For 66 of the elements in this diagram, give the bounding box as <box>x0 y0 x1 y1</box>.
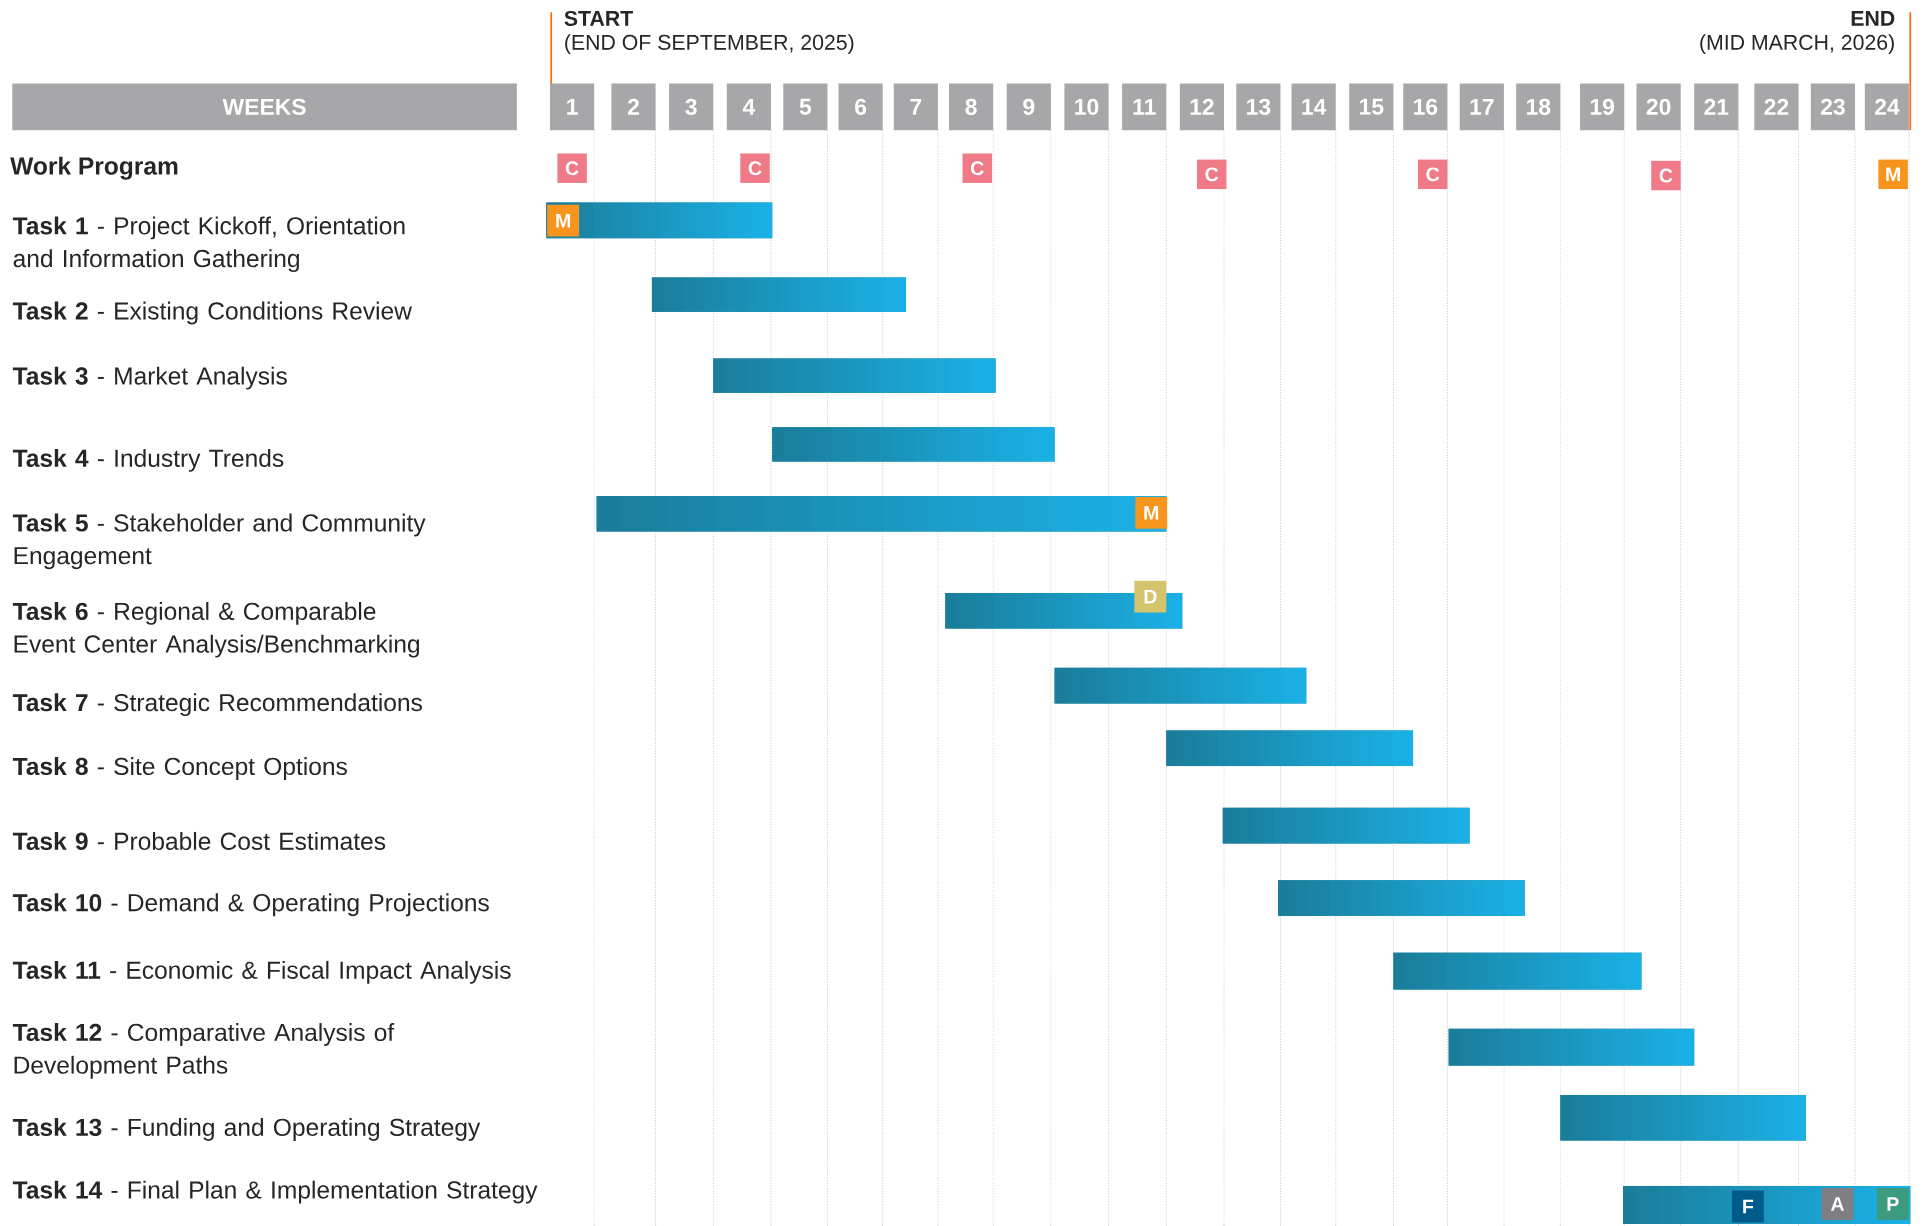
marker-box: C <box>1418 159 1448 189</box>
task-label: Task 6 - Regional & Comparable Event Center Analysis/Benchmarking <box>12 601 419 658</box>
week-number-box: 19 <box>1580 83 1625 130</box>
date-label: (END OF SEPTEMBER, 2025) <box>565 34 854 54</box>
week-number-box: 23 <box>1810 83 1856 130</box>
week-number-box: 3 <box>669 83 714 130</box>
gantt-bar <box>772 427 1055 462</box>
marker-box: C <box>1197 159 1227 189</box>
week-number-box: 17 <box>1459 83 1504 130</box>
marker-box: C <box>557 153 587 183</box>
weeks-header: WEEKS <box>12 83 517 130</box>
week-number-box: 8 <box>949 83 994 130</box>
gantt-bar <box>1222 807 1470 844</box>
week-number-box: 7 <box>893 83 938 130</box>
marker-box: M <box>1878 159 1908 189</box>
task-label: Task 1 - Project Kickoff, Orientation and Information Gathering <box>12 216 405 272</box>
gantt-bar <box>1393 952 1642 990</box>
week-number-box: 20 <box>1636 83 1681 130</box>
week-number-box: 16 <box>1403 83 1448 130</box>
task-label: Task 5 - Stakeholder and Community Engagement <box>12 513 426 569</box>
gantt-bar <box>1166 730 1414 766</box>
gantt-bar <box>1054 667 1307 704</box>
week-number-box: 6 <box>838 83 883 130</box>
week-number-box: 18 <box>1516 83 1561 130</box>
week-number-box: 15 <box>1349 83 1394 130</box>
week-number-box: 5 <box>783 83 828 130</box>
week-number-box: 21 <box>1694 83 1739 130</box>
task-label: Task 11 - Economic & Fiscal Impact Analysis <box>12 960 511 984</box>
marker-box: C <box>962 153 992 183</box>
gantt-bar <box>1278 880 1525 916</box>
task-label: Task 2 - Existing Conditions Review <box>12 301 412 325</box>
gantt-bar <box>713 358 996 393</box>
gantt-bar <box>596 495 1167 532</box>
task-label: Task 4 - Industry Trends <box>12 448 284 472</box>
marker-box: D <box>1134 580 1167 613</box>
task-label: Task 8 - Site Concept Options <box>12 756 347 780</box>
gantt-bar <box>945 592 1183 629</box>
date-heading: END <box>1851 10 1895 26</box>
date-heading: START <box>564 10 633 26</box>
section-heading: Work Program <box>10 156 178 180</box>
gantt-bar <box>1560 1094 1806 1141</box>
task-label: Task 14 - Final Plan & Implementation Strategy <box>12 1180 538 1204</box>
date-label: (MID MARCH, 2026) <box>1700 34 1894 54</box>
week-number-box: 11 <box>1122 83 1167 130</box>
week-number-box: 13 <box>1236 83 1281 130</box>
marker-box: C <box>740 153 770 183</box>
week-number-box: 12 <box>1179 83 1224 130</box>
task-label: Task 7 - Strategic Recommendations <box>12 693 422 716</box>
gantt-bar <box>651 277 907 312</box>
task-label: Task 3 - Market Analysis <box>12 366 287 390</box>
week-number-box: 1 <box>550 83 595 130</box>
week-number-box: 10 <box>1064 83 1109 130</box>
marker-box: C <box>1651 160 1681 191</box>
week-number-box: 14 <box>1291 83 1336 130</box>
task-label: Task 9 - Probable Cost Estimates <box>12 831 386 850</box>
marker-box: M <box>1135 496 1168 529</box>
week-number-box: 2 <box>611 83 656 130</box>
week-number-box: 22 <box>1754 83 1799 130</box>
week-number-box: 9 <box>1006 83 1051 130</box>
task-label: Task 12 - Comparative Analysis of Development Paths <box>12 1022 395 1079</box>
week-number-box: 4 <box>726 83 771 130</box>
marker-box: M <box>547 204 580 237</box>
gantt-bar <box>1448 1028 1695 1066</box>
week-number-box: 24 <box>1864 83 1910 130</box>
task-label: Task 10 - Demand & Operating Projections <box>12 893 489 916</box>
task-label: Task 13 - Funding and Operating Strategy <box>12 1117 481 1141</box>
